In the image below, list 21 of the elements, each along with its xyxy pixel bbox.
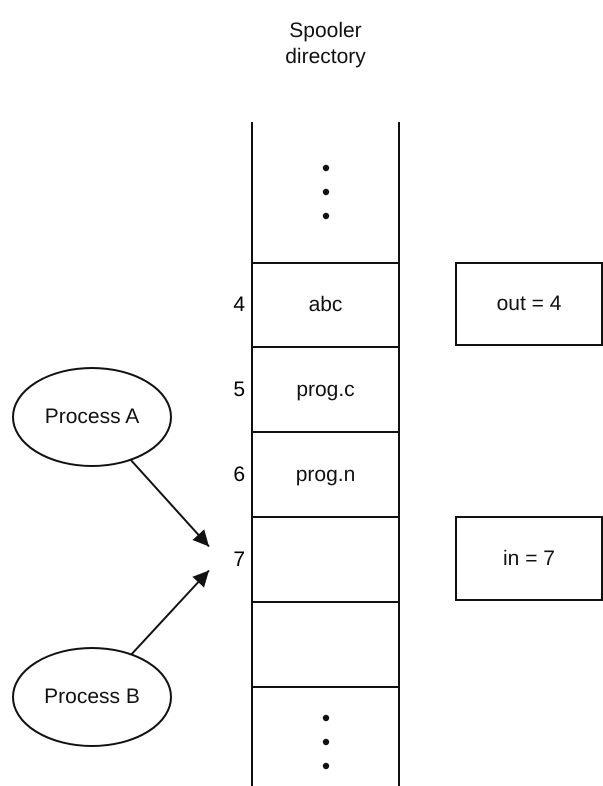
process-ellipse [12, 647, 172, 747]
process-label: Process B [44, 684, 140, 710]
process-label: Process A [44, 404, 140, 430]
slot-number: 4 [233, 293, 245, 317]
arrow [130, 570, 210, 656]
process-ellipse [12, 367, 172, 467]
variable-text: in = 7 [503, 546, 555, 572]
slot-number: 6 [233, 462, 245, 486]
slot-text: prog.c [296, 376, 355, 402]
slot-text: abc [308, 292, 342, 318]
directory-slot [251, 601, 400, 686]
column-heading: Spooler directory [284, 18, 367, 70]
directory-slot [251, 122, 400, 262]
variable-text: out = 4 [496, 291, 562, 317]
directory-slot [251, 686, 400, 786]
variable-box [455, 262, 603, 346]
slot-text: prog.n [296, 462, 356, 488]
variable-box [455, 516, 603, 601]
slot-number: 5 [233, 378, 245, 402]
arrow [130, 459, 210, 548]
slot-number: 7 [233, 548, 245, 572]
